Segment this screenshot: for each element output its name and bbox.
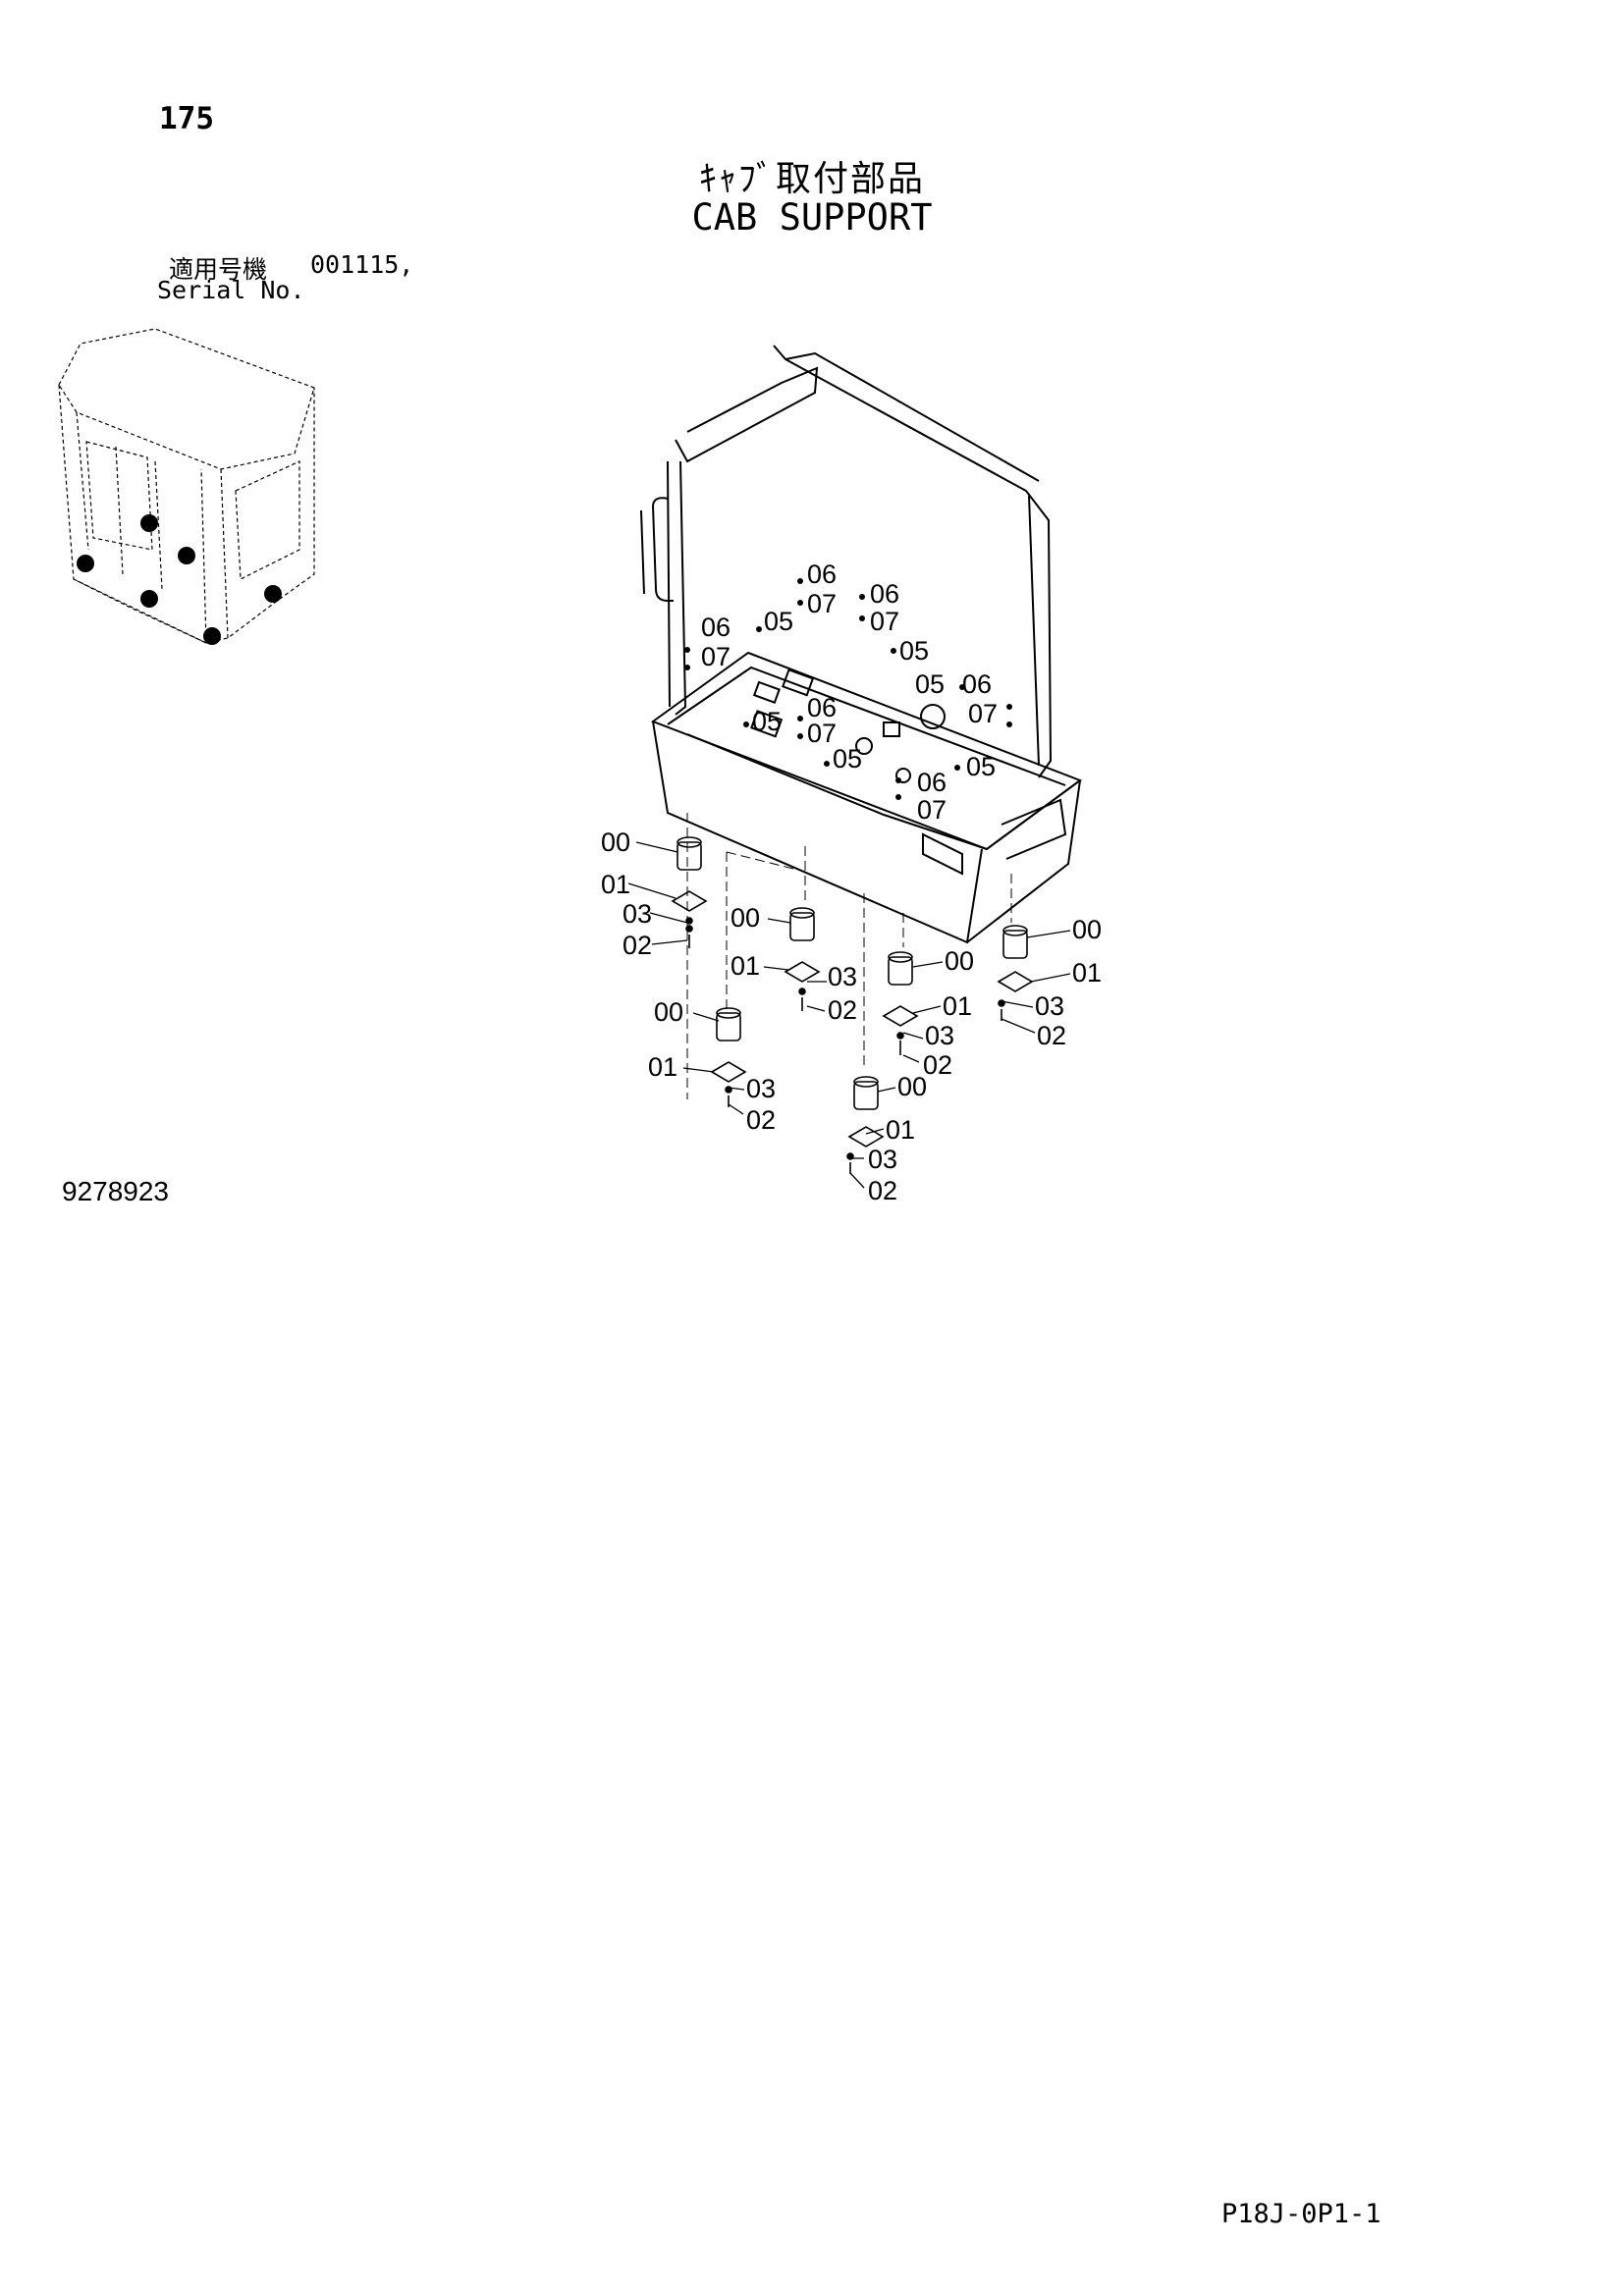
callout-01: 01 [731,951,760,981]
mount-assembly [710,1007,747,1107]
callout-labels: 00 01 03 02 00 01 03 02 00 01 03 02 00 0… [601,560,1102,1205]
callout-03: 03 [868,1145,897,1174]
callout-02: 02 [868,1176,897,1205]
callout-00: 00 [945,946,974,976]
callout-06: 06 [870,579,899,609]
callout-leaders [627,841,1071,1189]
callout-02: 02 [623,931,652,960]
callout-05: 05 [915,669,945,699]
assembly-guide-lines [686,813,1012,1099]
callout-05: 05 [966,752,996,781]
mount-assemblies [671,836,1034,1174]
callout-06: 06 [917,768,947,797]
callout-00: 00 [731,903,760,933]
callout-03: 03 [623,899,652,929]
callout-01: 01 [943,991,972,1021]
callout-06: 06 [807,693,837,722]
locator-cab-illustration [58,328,315,644]
callout-07: 07 [968,699,998,728]
title-english: CAB SUPPORT [691,196,933,239]
serial-value: 001115, [310,250,414,279]
callout-05: 05 [764,607,793,636]
callout-02: 02 [828,995,857,1025]
callout-07: 07 [701,642,731,671]
callout-00: 00 [654,997,683,1027]
page-code: P18J-0P1-1 [1221,2199,1381,2229]
callout-05: 05 [752,707,782,736]
title-japanese: ｷｬﾌﾞ取付部品 [698,159,925,199]
callout-01: 01 [648,1052,677,1082]
callout-02: 02 [1037,1021,1066,1050]
callout-05: 05 [899,636,929,666]
callout-07: 07 [807,719,837,748]
cab-frame-drawing [640,345,1083,944]
callout-03: 03 [1035,991,1064,1021]
callout-01: 01 [601,870,630,899]
callout-00: 00 [897,1072,927,1101]
mount-assembly [671,836,708,948]
callout-07: 07 [807,589,837,618]
callout-02: 02 [923,1050,952,1080]
locator-cab-mounts [77,514,282,645]
callout-03: 03 [828,962,857,991]
callout-02: 02 [746,1105,776,1135]
callout-07: 07 [917,795,947,825]
serial-label-japanese: 適用号機 [169,255,268,284]
drawing-number: 9278923 [62,1176,170,1206]
mount-assembly [784,907,821,1011]
callout-03: 03 [925,1021,954,1050]
callout-07: 07 [870,607,899,636]
callout-00: 00 [601,828,630,857]
page-number: 175 [159,101,214,136]
callout-06: 06 [962,669,992,699]
callout-03: 03 [746,1074,776,1103]
floor-bolt-markers [684,578,1012,800]
callout-01: 01 [886,1115,915,1145]
callout-06: 06 [701,613,731,642]
mount-assembly [882,951,919,1055]
mount-assembly [846,1076,885,1174]
serial-label-english: Serial No. [157,276,305,304]
callout-05: 05 [833,744,862,774]
callout-00: 00 [1072,915,1102,944]
callout-06: 06 [807,560,837,589]
callout-01: 01 [1072,958,1102,988]
